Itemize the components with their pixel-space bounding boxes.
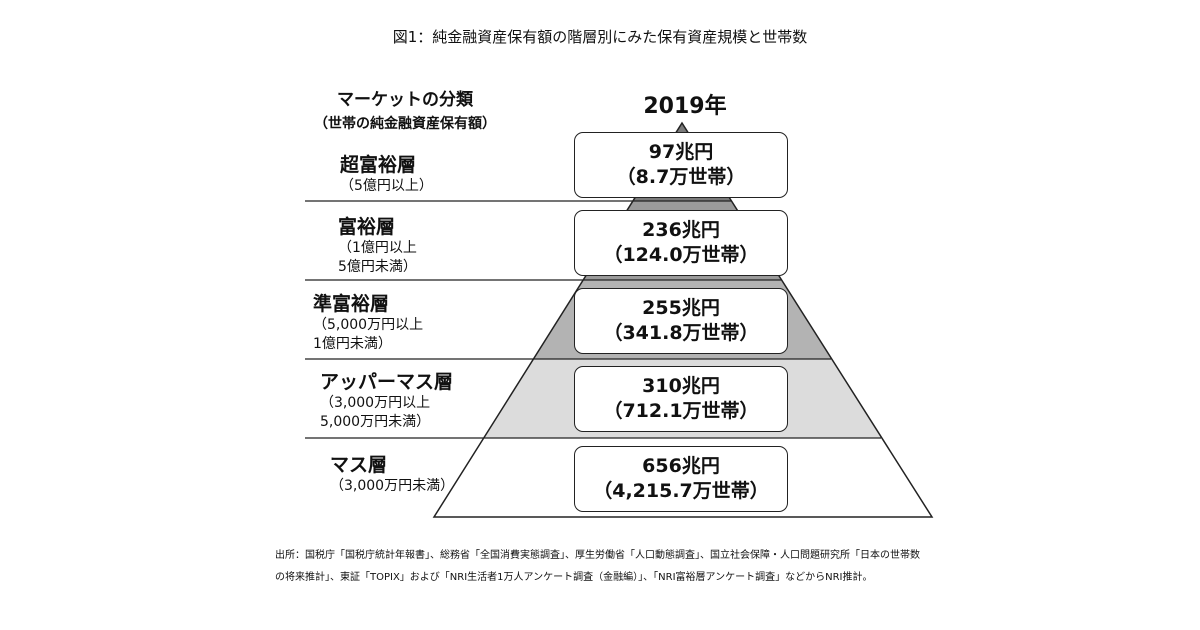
tier-range: （3,000万円未満） xyxy=(330,478,455,494)
tier-range: （5億円以上） xyxy=(340,178,433,194)
tier-name: 準富裕層 xyxy=(313,293,390,315)
tier-label-wealthy: 富裕層 （1億円以上 5億円未満） xyxy=(338,212,528,277)
assets-value: 236兆円 xyxy=(642,219,720,241)
year-label: 2019年 xyxy=(643,94,727,119)
households-value: （341.8万世帯） xyxy=(603,322,759,344)
tier-label-upper-mass: アッパーマス層 （3,000万円以上 5,000万円未満） xyxy=(320,367,510,432)
pyramid-outline xyxy=(432,121,934,518)
tier-name: マス層 xyxy=(330,454,388,476)
assets-value: 656兆円 xyxy=(642,455,720,477)
tier-value-box: 310兆円 （712.1万世帯） xyxy=(574,366,788,432)
tier-range: （3,000万円以上 5,000万円未満） xyxy=(320,395,431,430)
tier-value-box: 656兆円 （4,215.7万世帯） xyxy=(574,446,788,512)
market-sublabel: （世帯の純金融資産保有額） xyxy=(314,116,496,132)
tier-value-box: 255兆円 （341.8万世帯） xyxy=(574,288,788,354)
tier-range: （5,000万円以上 1億円未満） xyxy=(313,317,424,352)
tier-label-mass: マス層 （3,000万円未満） xyxy=(330,450,520,496)
market-label: マーケットの分類 xyxy=(337,90,473,110)
market-header: マーケットの分類 （世帯の純金融資産保有額） xyxy=(290,88,520,136)
households-value: （8.7万世帯） xyxy=(616,166,746,188)
tier-dividers xyxy=(305,200,881,439)
source-note: 出所：国税庁「国税庁統計年報書」、総務省「全国消費実態調査」、厚生労働省「人口動… xyxy=(275,550,920,583)
tier-range: （1億円以上 5億円未満） xyxy=(338,240,417,275)
tier-value-box: 236兆円 （124.0万世帯） xyxy=(574,210,788,276)
figure-title: 図1：純金融資産保有額の階層別にみた保有資産規模と世帯数 xyxy=(392,28,808,46)
assets-value: 97兆円 xyxy=(648,141,714,163)
households-value: （124.0万世帯） xyxy=(603,244,759,266)
tier-label-ultra-wealthy: 超富裕層 （5億円以上） xyxy=(340,150,530,196)
assets-value: 255兆円 xyxy=(642,297,720,319)
tier-label-semi-wealthy: 準富裕層 （5,000万円以上 1億円未満） xyxy=(313,289,503,354)
households-value: （4,215.7万世帯） xyxy=(593,480,769,502)
households-value: （712.1万世帯） xyxy=(603,400,759,422)
tier-name: 富裕層 xyxy=(338,216,396,238)
assets-value: 310兆円 xyxy=(642,375,720,397)
tier-value-box: 97兆円 （8.7万世帯） xyxy=(574,132,788,198)
tier-name: アッパーマス層 xyxy=(320,371,454,393)
tier-name: 超富裕層 xyxy=(340,154,417,176)
